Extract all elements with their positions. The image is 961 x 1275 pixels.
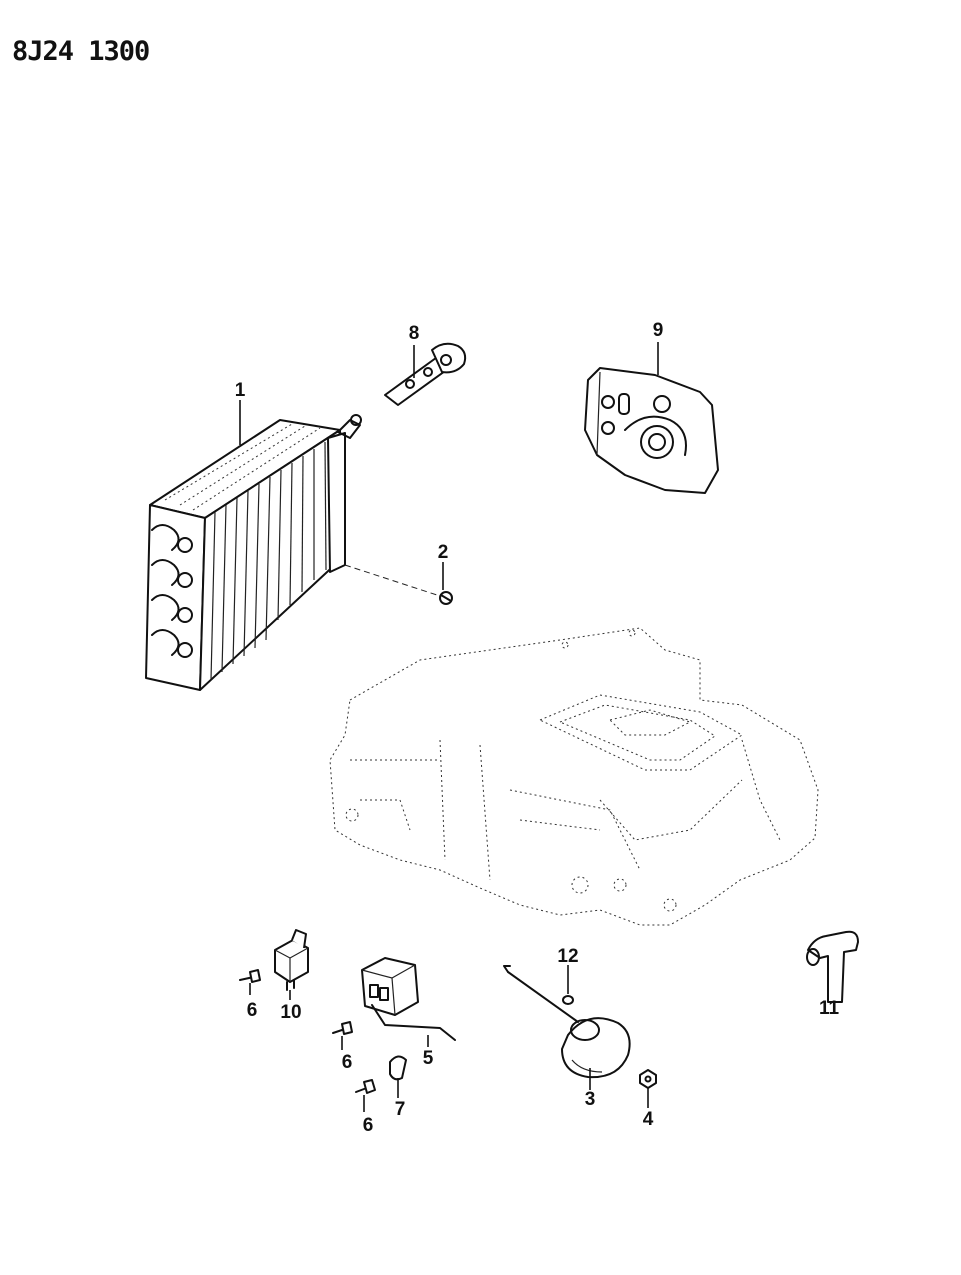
expansion-valve[interactable] <box>384 342 467 406</box>
callout-10: 10 <box>280 1002 301 1023</box>
retainer-part-12[interactable] <box>562 995 574 1005</box>
screw-part-6a[interactable] <box>239 969 261 983</box>
callout-1: 1 <box>235 380 246 401</box>
drain-hose[interactable] <box>806 930 859 1003</box>
nut-part-4[interactable] <box>639 1069 657 1089</box>
callout-5: 5 <box>423 1048 434 1069</box>
pressure-switch[interactable] <box>361 957 456 1041</box>
heater-housing <box>329 627 819 926</box>
callout-7: 7 <box>395 1099 406 1120</box>
callout-12: 12 <box>557 946 578 967</box>
screw-part-2[interactable] <box>344 564 453 605</box>
clip-part-7[interactable] <box>389 1055 407 1081</box>
screw-part-6c[interactable] <box>355 1079 376 1094</box>
callout-6c: 6 <box>363 1115 374 1136</box>
callout-8: 8 <box>409 323 420 344</box>
vacuum-actuator[interactable] <box>503 965 631 1079</box>
leader-lines <box>239 342 829 1112</box>
callout-6b: 6 <box>342 1052 353 1073</box>
relay[interactable] <box>274 929 309 991</box>
diagram-code: 8J24 1300 <box>12 36 150 67</box>
evaporator-core[interactable] <box>145 414 362 691</box>
callout-4: 4 <box>643 1109 654 1130</box>
seal-plate[interactable] <box>584 367 719 494</box>
callout-9: 9 <box>653 320 664 341</box>
callout-11: 11 <box>819 998 840 1019</box>
screw-part-6b[interactable] <box>332 1021 353 1035</box>
callout-6a: 6 <box>247 1000 258 1021</box>
callout-3: 3 <box>585 1089 596 1110</box>
callout-2: 2 <box>438 542 449 563</box>
callout-numbers: 1 2 8 9 12 11 6 10 6 5 7 6 3 4 <box>235 320 840 1136</box>
